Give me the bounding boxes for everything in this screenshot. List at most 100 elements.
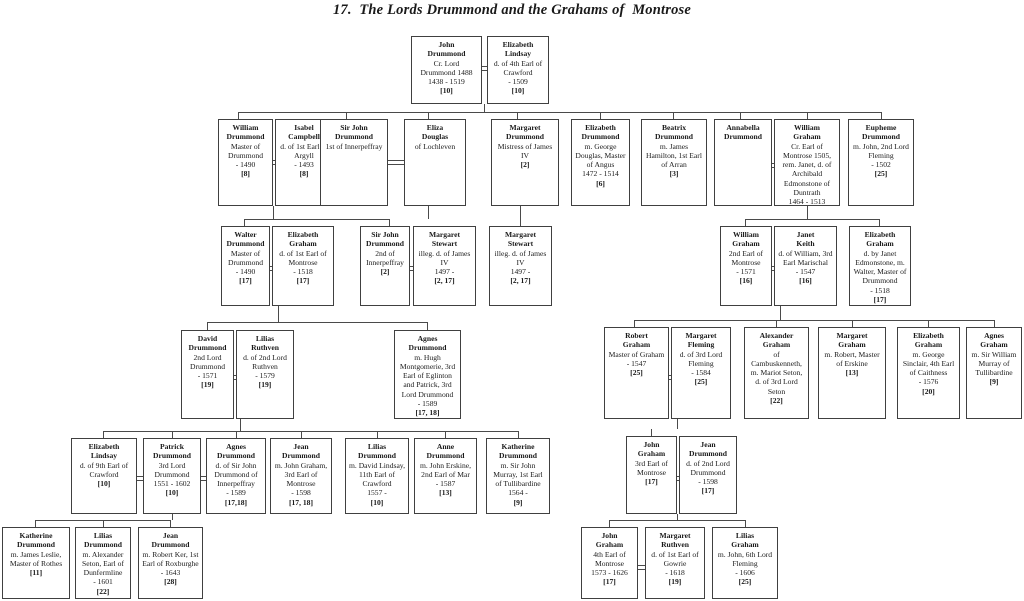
person-line: Graham: [637, 449, 666, 459]
person-line: Douglas: [421, 132, 449, 142]
person-line: Elizabeth: [913, 331, 944, 340]
person-line: - 1547: [626, 358, 647, 368]
person-line: - 1601: [93, 577, 113, 587]
person-line: Agnes: [984, 331, 1004, 340]
person-line: Elizabeth: [287, 230, 319, 239]
rise-agnes-g: [994, 320, 995, 327]
rise-lilias-dun: [103, 520, 104, 527]
person-line: [17, 18]: [288, 497, 314, 507]
person-line: 3rd Earl of: [284, 469, 318, 479]
person-line: d. of 1st Earl of: [651, 549, 699, 559]
rise-anne-d: [445, 431, 446, 438]
person-line: [17]: [701, 486, 715, 496]
person-line: Jean: [700, 440, 716, 449]
person-line: Sinclair, 4th Earl: [902, 358, 955, 368]
person-line: Katherine: [19, 531, 53, 540]
person-line: - 1643: [160, 568, 181, 578]
person-line: Murray of: [978, 358, 1010, 368]
person-line: d. of 4th Earl of: [493, 58, 543, 68]
sibling-bar-gen3-right: [745, 219, 879, 220]
rise-jean-rox: [170, 520, 171, 527]
person-line: Montrose 1505,: [782, 150, 832, 160]
person-line: m. Alexander: [82, 549, 124, 559]
rise-john-g3: [651, 429, 652, 436]
person-line: Patrick: [159, 442, 185, 451]
person-line: [10]: [511, 86, 525, 96]
person-line: John: [601, 531, 618, 540]
person-line: 1472 - 1514: [582, 169, 619, 179]
person-line: Tullibardine: [975, 368, 1013, 378]
person-line: [17]: [603, 577, 616, 587]
person-line: [9]: [989, 377, 999, 387]
person-line: Fleming: [687, 340, 715, 350]
person-line: Master of Rothes: [9, 558, 63, 568]
person-line: Graham: [622, 340, 651, 350]
sibling-bar-gen5-left: [103, 431, 518, 432]
rise-eliza: [428, 112, 429, 119]
person-line: Graham: [731, 540, 759, 550]
rise-elizabeth-g: [879, 219, 880, 226]
person-line: Elizabeth: [502, 40, 534, 49]
person-line: IV: [440, 257, 449, 267]
person-line: Crawford: [362, 479, 392, 489]
person-line: m. James: [659, 141, 689, 151]
rise-lilias-g: [745, 520, 746, 527]
person-line: Drummond: [189, 361, 225, 371]
person-line: Drummond: [862, 276, 898, 286]
person-line: Dunfermline: [83, 568, 123, 578]
person-line: and Patrick, 3rd: [403, 380, 452, 390]
person-line: Drummond: [408, 343, 447, 353]
person-line: Crawford: [503, 67, 533, 77]
person-line: - 1584: [691, 368, 711, 378]
person-line: 1497 -: [434, 267, 455, 277]
person-line: Walter, Master of: [853, 267, 907, 277]
person-line: 1557 -: [367, 488, 387, 498]
person-line: Montrose: [286, 479, 316, 489]
person-line: Lindsay: [504, 49, 532, 59]
m-walter-elizabeth: [270, 266, 273, 271]
